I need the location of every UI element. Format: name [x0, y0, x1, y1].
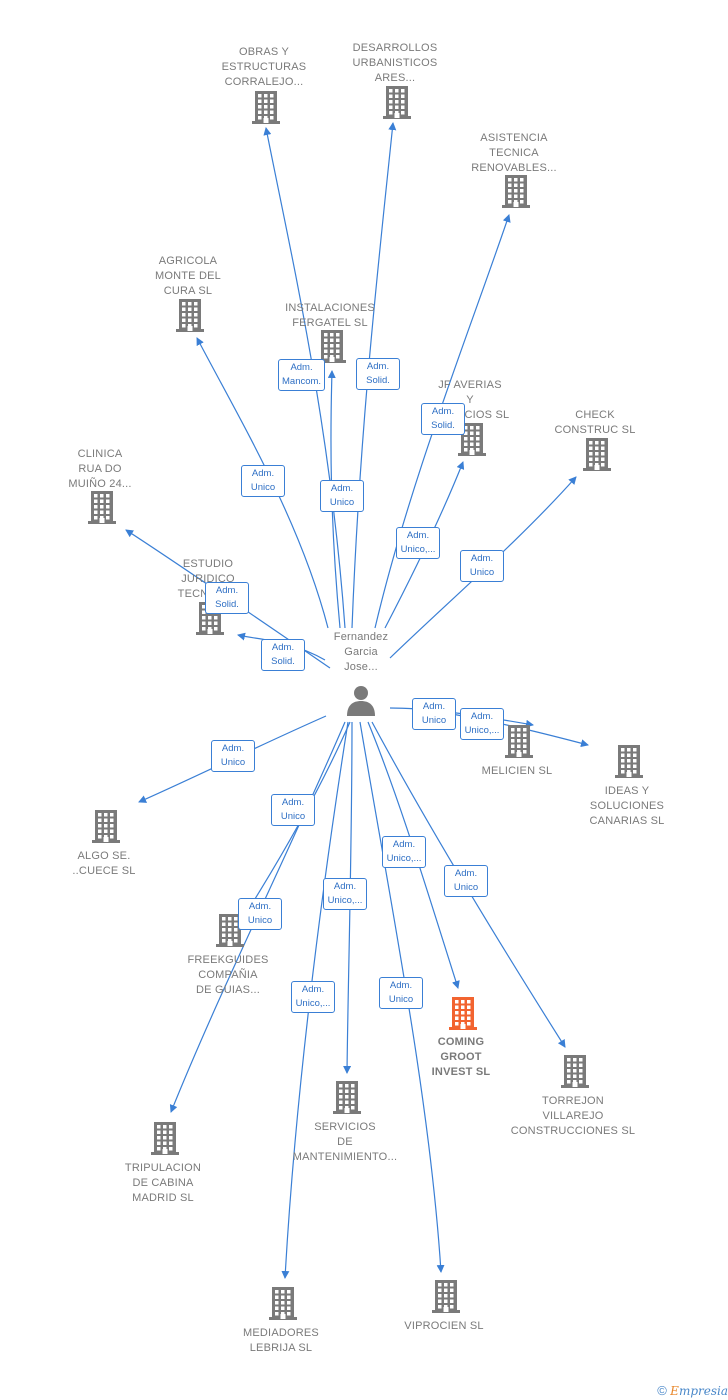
- company-label-clinica[interactable]: CLINICA RUA DO MUIÑO 24...: [68, 448, 132, 490]
- company-algo[interactable]: [91, 808, 121, 844]
- building-icon: [615, 745, 643, 778]
- role-badge[interactable]: Adm. Unico,...: [382, 836, 426, 868]
- company-label-freekguides[interactable]: FREEKGUIDES COMPAÑIA DE GUIAS...: [187, 954, 269, 996]
- company-agricola[interactable]: [175, 297, 205, 333]
- building-icon: [92, 810, 120, 843]
- company-label-instalaciones[interactable]: INSTALACIONES FERGATEL SL: [285, 302, 375, 329]
- brand-logo: Empresia: [670, 1384, 728, 1398]
- building-icon: [151, 1122, 179, 1155]
- company-obras[interactable]: [251, 89, 281, 125]
- building-icon: [505, 725, 533, 758]
- building-icon: [269, 1287, 297, 1320]
- company-label-coming[interactable]: COMING GROOT INVEST SL: [431, 1036, 491, 1078]
- role-badge[interactable]: Adm. Unico: [211, 740, 255, 772]
- building-icon: [176, 299, 204, 332]
- company-label-algo[interactable]: ALGO SE. ..CUECE SL: [72, 850, 136, 877]
- company-servicios[interactable]: [332, 1079, 362, 1115]
- company-label-torrejon[interactable]: TORREJON VILLAREJO CONSTRUCCIONES SL: [510, 1095, 636, 1137]
- role-badge[interactable]: Adm. Unico,...: [396, 527, 440, 559]
- building-icon: [449, 997, 477, 1030]
- building-icon: [318, 330, 346, 363]
- company-label-agricola[interactable]: AGRICOLA MONTE DEL CURA SL: [155, 255, 221, 297]
- company-desarrollos[interactable]: [382, 84, 412, 120]
- building-icon: [333, 1081, 361, 1114]
- company-mediadores[interactable]: [268, 1285, 298, 1321]
- company-label-tripulacion[interactable]: TRIPULACION DE CABINA MADRID SL: [124, 1162, 202, 1204]
- role-badge[interactable]: Adm. Solid.: [421, 403, 465, 435]
- role-badge[interactable]: Adm. Mancom.: [278, 359, 326, 391]
- company-freekguides[interactable]: [215, 912, 245, 948]
- building-icon: [561, 1055, 589, 1088]
- building-icon: [583, 438, 611, 471]
- company-label-obras[interactable]: OBRAS Y ESTRUCTURAS CORRALEJO...: [221, 46, 307, 88]
- company-label-servicios[interactable]: SERVICIOS DE MANTENIMIENTO...: [292, 1121, 398, 1163]
- company-label-check[interactable]: CHECK CONSTRUC SL: [554, 409, 636, 436]
- building-icon: [383, 86, 411, 119]
- building-icon: [432, 1280, 460, 1313]
- company-melicien[interactable]: [504, 723, 534, 759]
- building-icon: [88, 491, 116, 524]
- company-tripulacion[interactable]: [150, 1120, 180, 1156]
- footer-brand: © Empresia: [657, 1383, 728, 1398]
- role-badge[interactable]: Adm. Unico: [271, 794, 315, 826]
- company-asistencia[interactable]: [501, 173, 531, 209]
- building-icon: [216, 914, 244, 947]
- company-jf[interactable]: [457, 421, 487, 457]
- role-badge[interactable]: Adm. Unico: [444, 865, 488, 897]
- role-badge[interactable]: Adm. Unico: [238, 898, 282, 930]
- person-name: Fernandez Garcia Jose...: [333, 631, 389, 673]
- company-instalaciones[interactable]: [317, 328, 347, 364]
- company-coming[interactable]: [448, 995, 478, 1031]
- role-badge[interactable]: Adm. Unico: [379, 977, 423, 1009]
- company-ideas[interactable]: [614, 743, 644, 779]
- role-badge[interactable]: Adm. Unico: [241, 465, 285, 497]
- building-icon: [458, 423, 486, 456]
- company-viprocien[interactable]: [431, 1278, 461, 1314]
- role-badge[interactable]: Adm. Unico,...: [323, 878, 367, 910]
- role-badge[interactable]: Adm. Solid.: [261, 639, 305, 671]
- role-badge[interactable]: Adm. Unico: [412, 698, 456, 730]
- company-label-viprocien[interactable]: VIPROCIEN SL: [404, 1320, 484, 1332]
- company-check[interactable]: [582, 436, 612, 472]
- role-badge[interactable]: Adm. Unico: [460, 550, 504, 582]
- building-icon: [252, 91, 280, 124]
- person-node[interactable]: Fernandez Garcia Jose...: [329, 630, 393, 675]
- company-label-ideas[interactable]: IDEAS Y SOLUCIONES CANARIAS SL: [589, 785, 665, 827]
- role-badge[interactable]: Adm. Solid.: [356, 358, 400, 390]
- role-badge[interactable]: Adm. Solid.: [205, 582, 249, 614]
- company-clinica[interactable]: [87, 489, 117, 525]
- person-icon: [347, 686, 375, 716]
- company-label-asistencia[interactable]: ASISTENCIA TECNICA RENOVABLES...: [471, 132, 557, 174]
- role-badge[interactable]: Adm. Unico,...: [291, 981, 335, 1013]
- edge-to-servicios: [343, 721, 353, 1074]
- role-badge[interactable]: Adm. Unico,...: [460, 708, 504, 740]
- role-badge[interactable]: Adm. Unico: [320, 480, 364, 512]
- company-torrejon[interactable]: [560, 1053, 590, 1089]
- edge-to-desarrollos: [351, 122, 397, 629]
- company-label-melicien[interactable]: MELICIEN SL: [481, 765, 553, 777]
- company-label-mediadores[interactable]: MEDIADORES LEBRIJA SL: [243, 1327, 319, 1354]
- edge-to-obras: [263, 127, 346, 629]
- building-icon: [502, 175, 530, 208]
- copyright-symbol: ©: [657, 1383, 667, 1398]
- company-label-desarrollos[interactable]: DESARROLLOS URBANISTICOS ARES...: [352, 42, 438, 84]
